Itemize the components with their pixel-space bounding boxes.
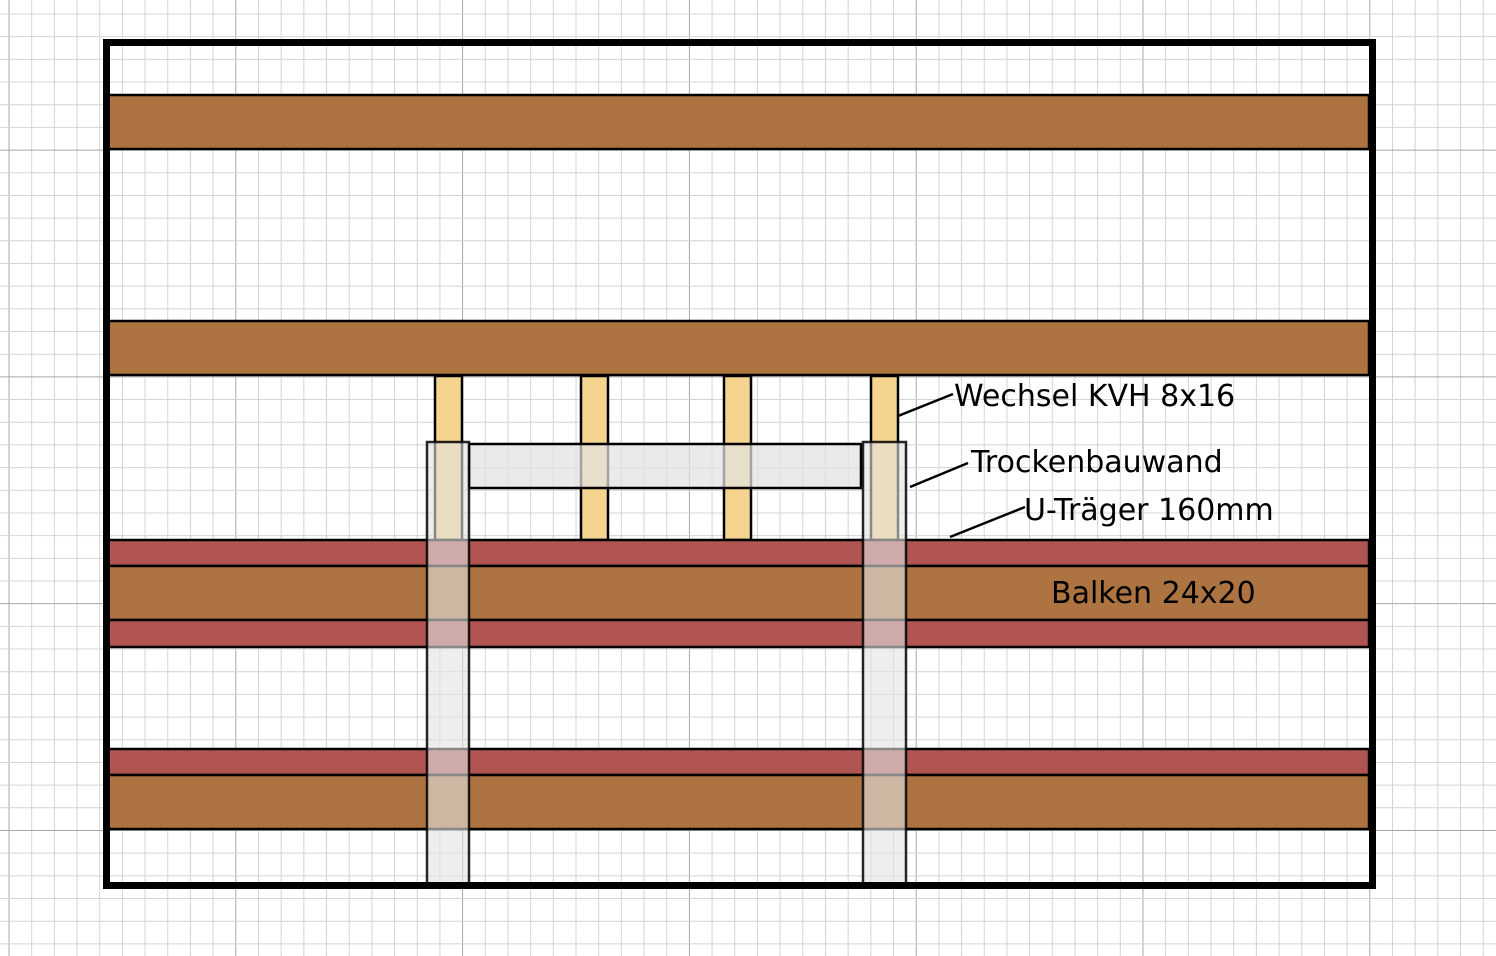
u-beam-upper-2 [105, 747, 1371, 777]
room-frame [103, 39, 1376, 889]
beam-top [105, 93, 1371, 151]
label-drywall: Trockenbauwand [970, 445, 1223, 480]
drywall-vertical-right [861, 440, 908, 886]
beam-second [105, 319, 1371, 377]
label-trimmer: Wechsel KVH 8x16 [954, 379, 1235, 414]
leader-line-trimmer [897, 392, 954, 418]
drywall-vertical-left [425, 440, 471, 886]
label-u-beam: U-Träger 160mm [1024, 493, 1274, 528]
leader-line-u-beam [949, 505, 1026, 539]
leader-line-drywall [909, 461, 969, 489]
drywall-horizontal [467, 442, 863, 490]
u-beam-lower-1 [105, 618, 1371, 649]
u-beam-upper-1 [105, 538, 1371, 568]
label-beam: Balken 24x20 [1051, 576, 1256, 611]
beam-bottom [105, 773, 1371, 831]
